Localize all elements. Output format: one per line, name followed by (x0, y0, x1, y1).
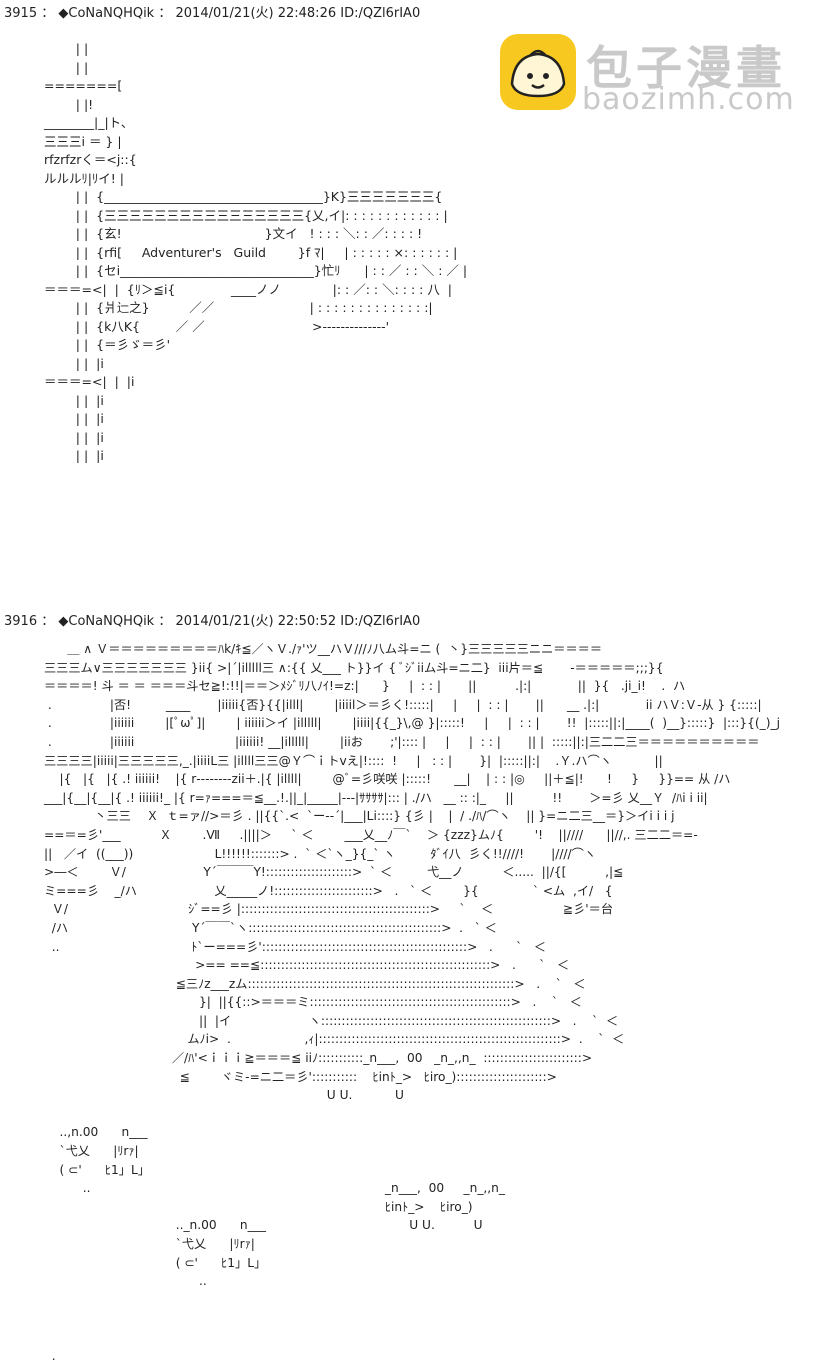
post-id: ID:/QZl6rIA0 (340, 6, 421, 21)
site-name-cn: 包子漫畫 (586, 41, 786, 95)
post-author: ◆CoNaNQHQik (58, 614, 155, 629)
post-separator: ： (41, 614, 55, 629)
post-separator: ： (41, 6, 55, 21)
ascii-art-guild-sign: | | | | =======[ | |! ________|_|ト、 三三三i… (44, 41, 468, 463)
post-datetime: 2014/01/21(火) 22:50:52 (175, 614, 337, 629)
post-separator: ： (158, 614, 172, 629)
post-id: ID:/QZl6rIA0 (340, 614, 421, 629)
post-separator: ： (158, 6, 172, 21)
post-number: 3915 (4, 6, 38, 21)
site-watermark: 包子漫畫 baozimh.com (500, 32, 800, 118)
post-header: 3915 ： ◆CoNaNQHQik ： 2014/01/21(火) 22:48… (4, 2, 420, 21)
post-number: 3916 (4, 614, 38, 629)
post-author: ◆CoNaNQHQik (58, 6, 155, 21)
post-header: 3916 ： ◆CoNaNQHQik ： 2014/01/21(火) 22:50… (4, 610, 420, 629)
site-name-en: baozimh.com (582, 82, 795, 117)
post-datetime: 2014/01/21(火) 22:48:26 (175, 6, 337, 21)
bun-mascot-icon (500, 34, 576, 110)
ascii-art-guild-interior: ＿ ∧ Ｖ＝＝＝＝＝＝＝＝＝ﾊk/ｷ≦／ヽＶ./ｧ'ツ__ハＶ///ﾉ八ム斗=ニ… (44, 642, 780, 1363)
